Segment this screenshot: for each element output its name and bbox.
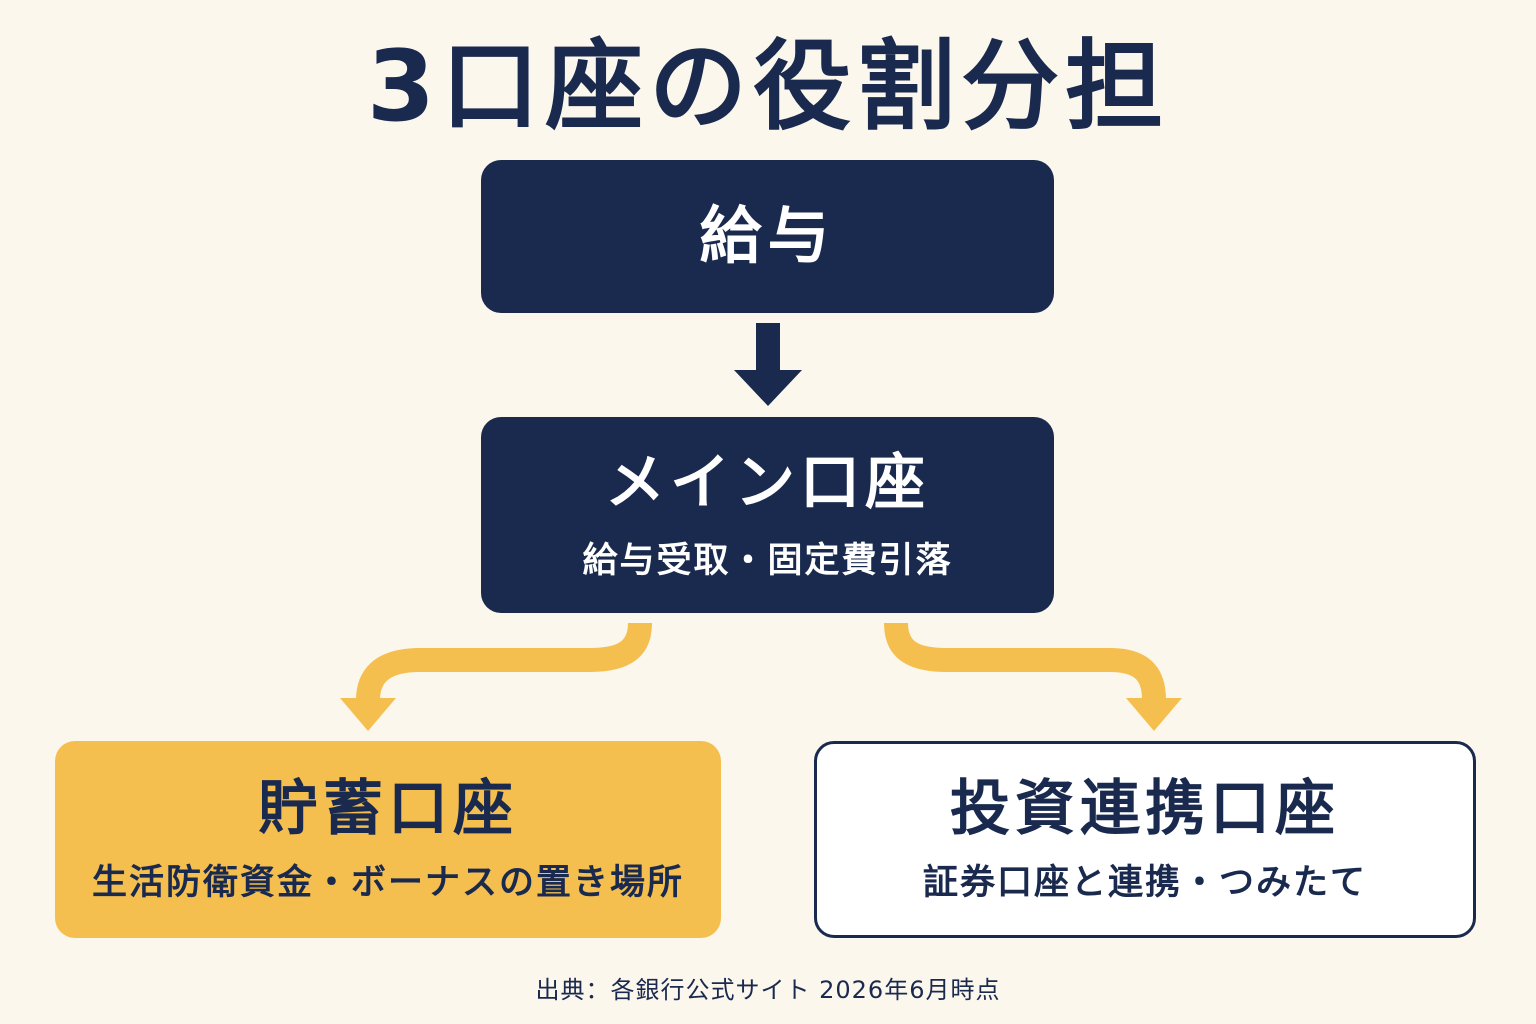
- investment-account-description: 証券口座と連携・つみたて: [922, 863, 1367, 904]
- savings-account-label: 貯蓄口座: [258, 774, 518, 845]
- main-account-label: メイン口座: [605, 447, 930, 518]
- main-account-description: 給与受取・固定費引落: [582, 540, 953, 581]
- page-title: 3口座の役割分担: [366, 30, 1170, 144]
- salary-label: 給与: [699, 199, 836, 273]
- savings-account-box: 貯蓄口座 生活防衛資金・ボーナスの置き場所: [55, 741, 721, 938]
- investment-account-label: 投資連携口座: [950, 774, 1340, 845]
- main-account-box: メイン口座 給与受取・固定費引落: [481, 417, 1054, 613]
- investment-account-box: 投資連携口座 証券口座と連携・つみたて: [814, 741, 1476, 938]
- curved-arrow-left-icon: [340, 622, 652, 731]
- source-footer: 出典：各銀行公式サイト 2026年6月時点: [535, 976, 1001, 1004]
- down-arrow-icon: [734, 323, 802, 406]
- savings-account-description: 生活防衛資金・ボーナスの置き場所: [91, 863, 684, 904]
- curved-arrow-right-icon: [884, 622, 1182, 731]
- salary-box: 給与: [481, 160, 1054, 313]
